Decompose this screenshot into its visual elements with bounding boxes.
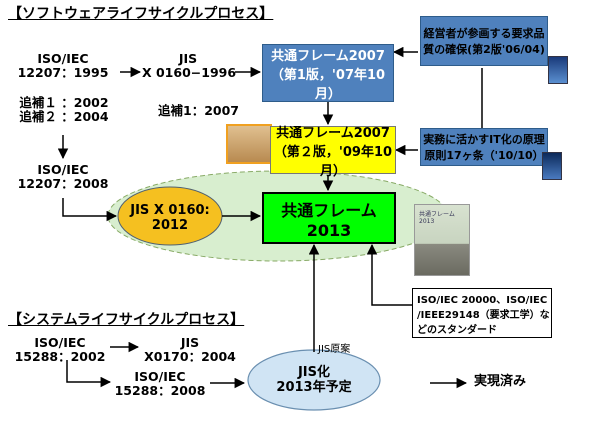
jisx0160-2012-label: JIS X 0160: 2012 — [130, 203, 210, 233]
iso12207-2008: ISO/IEC 12207：2008 — [17, 162, 109, 192]
jis-supplement-2007: 追補1：2007 — [158, 103, 239, 118]
framework-2013-box: 共通フレーム 2013 — [262, 192, 396, 244]
book-cover-title: 共通フレーム2013 — [419, 211, 455, 225]
framework-2007-v1-box: 共通フレーム2007 （第1版，'07年10月） — [262, 44, 394, 102]
iso12207-1995: ISO/IEC 12207：1995 — [17, 51, 109, 81]
framework-2013-book-cover: 共通フレーム2013 — [414, 204, 470, 276]
practice-book-cover — [542, 152, 562, 180]
arrow-iso2008-to-jisx0160 — [62, 198, 118, 222]
system-heading: 【システムライフサイクルプロセス】 — [8, 312, 245, 328]
jis-planned-label: JIS化 2013年予定 — [276, 365, 352, 395]
iso15288-2002: ISO/IEC 15288：2002 — [14, 335, 106, 365]
arrow-standards-to-2013 — [366, 243, 412, 306]
supplements: 追補１ ：2002 追補２ ：2004 — [19, 95, 109, 125]
standards-box: ISO/IEC 20000、ISO/IEC /IEEE29148（要求工学）な … — [412, 288, 552, 338]
framework-2007-v2-box: 共通フレーム2007 （第２版，'09年10月） — [270, 126, 396, 179]
mgmt-requirements-box: 経営者が参画する要求品 質の確保(第2版'06/04) — [420, 16, 548, 66]
jis-x0170-2004: JIS X0170：2004 — [144, 335, 236, 365]
software-heading: 【ソフトウェアライフサイクルプロセス】 — [8, 6, 274, 22]
arrow-iso15288-2002-to-2008 — [66, 360, 112, 388]
jis-x0160-1996: JIS X 0160−1996 — [142, 51, 237, 81]
jis-draft-label: JIS原案 — [318, 344, 351, 355]
iso15288-2008: ISO/IEC 15288：2008 — [114, 369, 206, 399]
practice-principles-box: 実務に活かすIT化の原理 原則17ヶ条（'10/10） — [420, 128, 548, 166]
legend-realized-label: 実現済み — [474, 374, 527, 389]
framework-v1-book-cover — [226, 124, 272, 164]
mgmt-book-cover — [548, 56, 568, 84]
